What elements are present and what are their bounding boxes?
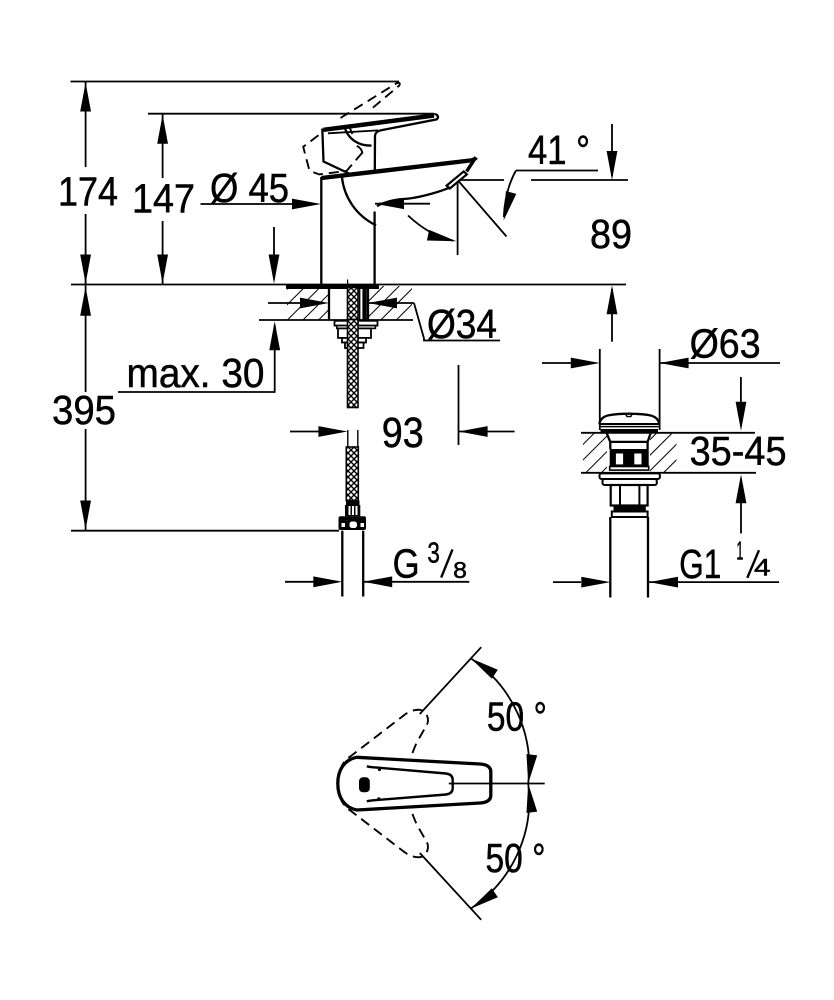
svg-text:89: 89 <box>590 211 632 257</box>
svg-text:G1: G1 <box>679 541 721 587</box>
svg-text:395: 395 <box>52 387 116 433</box>
svg-text:Ø34: Ø34 <box>427 301 497 347</box>
svg-text:41 °: 41 ° <box>528 127 590 173</box>
svg-text:G: G <box>393 541 420 587</box>
svg-text:93: 93 <box>382 409 424 457</box>
svg-text:1: 1 <box>736 535 743 565</box>
svg-text:max. 30: max. 30 <box>127 350 265 396</box>
svg-text:Ø63: Ø63 <box>690 321 761 367</box>
svg-text:50 °: 50 ° <box>487 694 547 740</box>
svg-text:147: 147 <box>132 176 195 222</box>
svg-text:8: 8 <box>453 557 467 583</box>
svg-text:4: 4 <box>754 554 771 581</box>
svg-text:3: 3 <box>427 538 440 570</box>
svg-text:35-45: 35-45 <box>690 428 787 474</box>
svg-text:174: 174 <box>58 168 118 214</box>
svg-text:Ø 45: Ø 45 <box>210 165 289 211</box>
svg-text:50 °: 50 ° <box>486 835 546 881</box>
